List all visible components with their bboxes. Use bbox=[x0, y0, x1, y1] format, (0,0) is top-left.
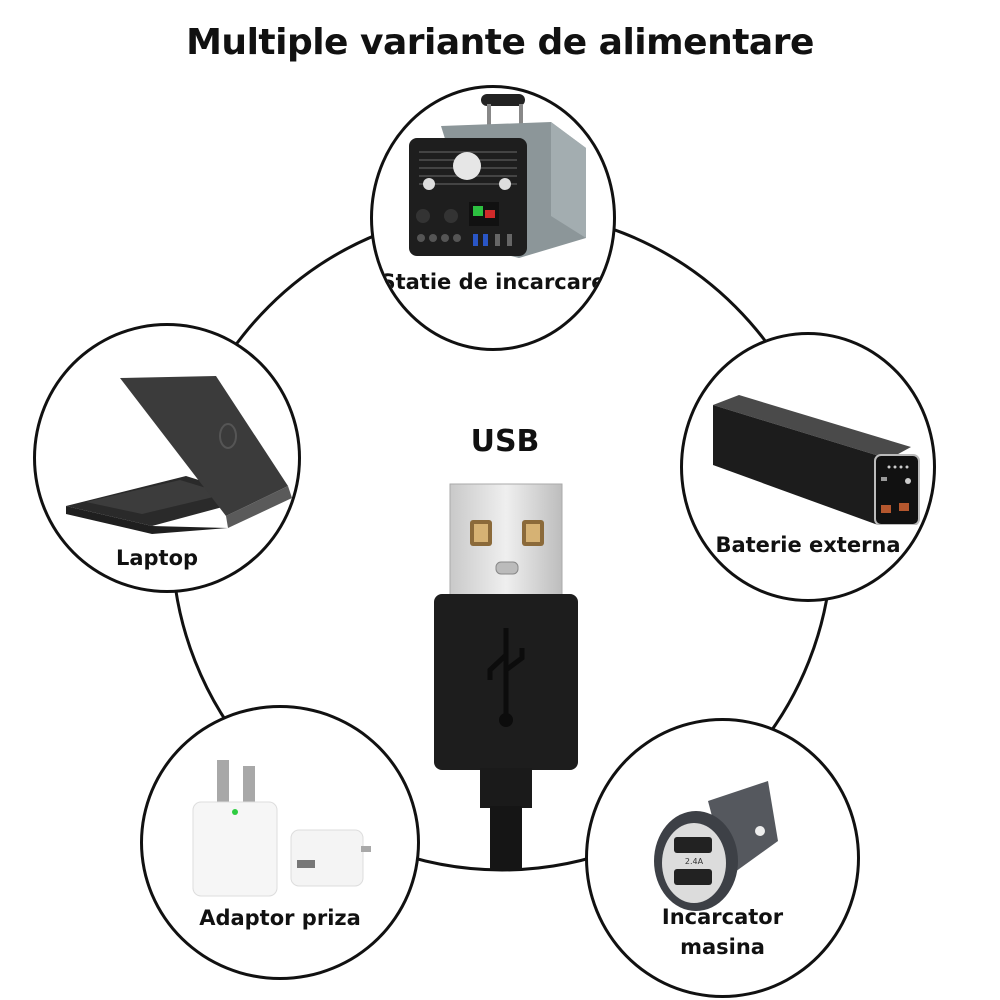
label-baterie-externa: Baterie externa bbox=[715, 533, 901, 557]
usb-plug-icon bbox=[434, 483, 578, 870]
usb-label: USB bbox=[470, 424, 540, 459]
power-bank-icon bbox=[713, 395, 920, 525]
page-title: Multiple variante de alimentare bbox=[186, 22, 814, 63]
label-laptop: Laptop bbox=[115, 546, 199, 570]
label-incarcator-line2: masina bbox=[680, 935, 765, 959]
power-station-icon bbox=[409, 94, 586, 258]
car-charger-icon: 2.4A bbox=[654, 781, 778, 911]
node-baterie-externa: Baterie externa bbox=[680, 332, 936, 602]
node-adaptor-priza: Adaptor priza bbox=[140, 705, 420, 980]
label-statie-de-incarcare: Statie de incarcare bbox=[380, 270, 606, 294]
laptop-icon bbox=[66, 376, 292, 534]
car-charger-marking: 2.4A bbox=[685, 857, 704, 866]
label-incarcator-line1: Incarcator bbox=[661, 905, 784, 929]
wall-adapter-icon bbox=[192, 760, 371, 897]
label-adaptor-priza: Adaptor priza bbox=[199, 906, 361, 930]
node-statie-de-incarcare: Statie de incarcare bbox=[370, 85, 616, 351]
node-incarcator-masina: 2.4A Incarcator masina bbox=[585, 718, 860, 998]
node-laptop: Laptop bbox=[33, 323, 301, 593]
